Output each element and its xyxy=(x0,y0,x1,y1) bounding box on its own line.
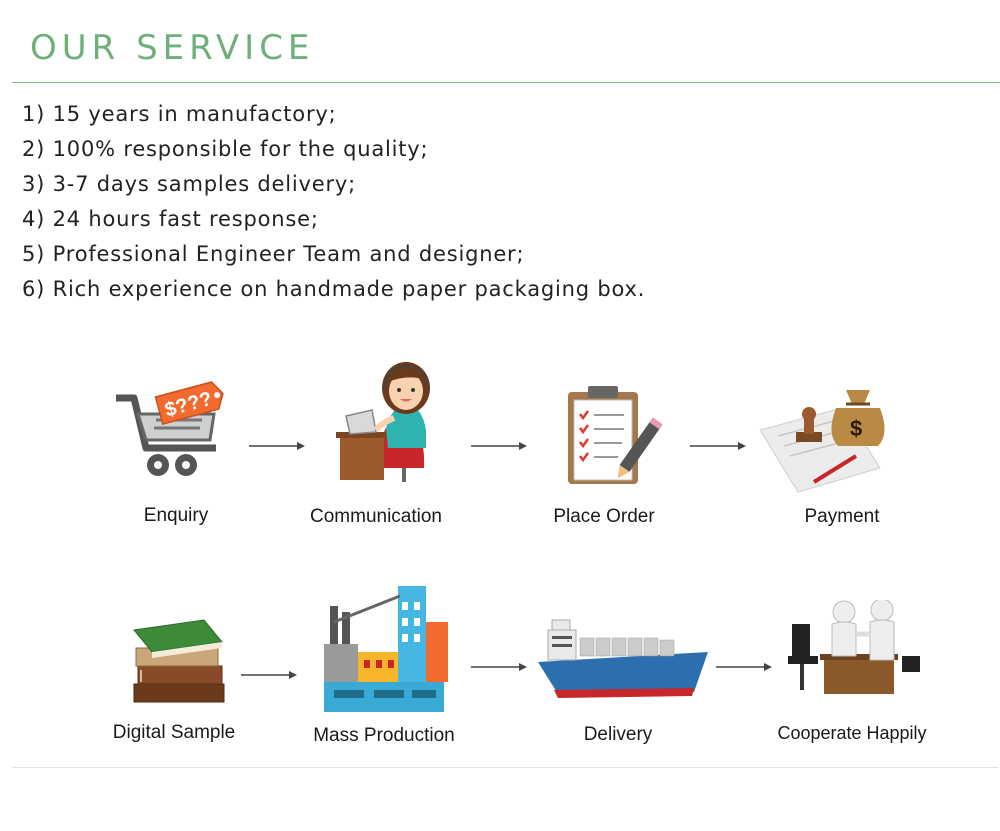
arrow-right-icon xyxy=(241,671,297,679)
arrow-right-icon xyxy=(690,442,746,450)
stack-of-books-icon xyxy=(133,619,225,703)
header-divider xyxy=(12,82,1000,83)
cargo-ship-icon xyxy=(538,619,708,698)
service-item: 1) 15 years in manufactory; xyxy=(22,102,337,126)
step-payment: $ Payment xyxy=(742,368,942,538)
money-symbol: $ xyxy=(850,416,862,441)
page-title: OUR SERVICE xyxy=(30,28,315,68)
step-enquiry: $??? Enquiry xyxy=(76,370,276,540)
step-communication: Communication xyxy=(276,358,476,538)
arrow-right-icon xyxy=(249,442,305,450)
step-label: Place Order xyxy=(553,506,655,527)
step-mass-production: Mass Production xyxy=(284,582,484,752)
arrow-right-icon xyxy=(471,663,527,671)
clipboard-checklist-icon xyxy=(568,386,663,484)
step-label: Cooperate Happily xyxy=(777,723,927,743)
step-cooperate-happily: Cooperate Happily xyxy=(752,600,952,750)
arrow-right-icon xyxy=(716,663,772,671)
service-list: 1) 15 years in manufactory; 2) 100% resp… xyxy=(22,99,645,309)
arrow-right-icon xyxy=(471,442,527,450)
money-bag-contract-stamp-icon: $ xyxy=(759,390,885,493)
customer-service-agent-icon xyxy=(336,362,430,482)
handshake-people-icon xyxy=(788,600,920,694)
footer-divider xyxy=(12,767,998,768)
shopping-cart-price-tag-icon: $??? xyxy=(116,381,224,476)
step-label: Digital Sample xyxy=(112,722,236,743)
service-item: 3) 3-7 days samples delivery; xyxy=(22,172,357,196)
service-item: 5) Professional Engineer Team and design… xyxy=(22,242,525,266)
step-digital-sample: Digital Sample xyxy=(74,610,274,750)
step-delivery: Delivery xyxy=(518,612,718,752)
service-item: 4) 24 hours fast response; xyxy=(22,207,319,231)
step-label: Payment xyxy=(804,506,880,527)
step-label: Communication xyxy=(310,506,442,527)
step-place-order: Place Order xyxy=(504,382,704,542)
step-label: Mass Production xyxy=(313,725,455,746)
factory-icon xyxy=(324,586,448,712)
service-item: 2) 100% responsible for the quality; xyxy=(22,137,429,161)
service-item: 6) Rich experience on handmade paper pac… xyxy=(22,277,646,301)
step-label: Enquiry xyxy=(143,505,209,526)
step-label: Delivery xyxy=(583,724,653,745)
